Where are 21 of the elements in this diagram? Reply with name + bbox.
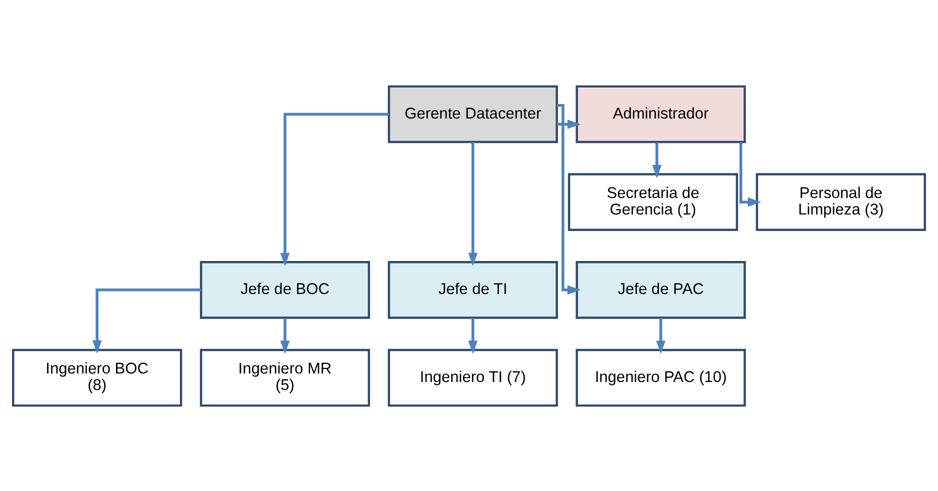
arrow <box>656 318 666 354</box>
arrow <box>557 103 581 294</box>
node-box: Ingeniero MR (5) <box>200 348 370 406</box>
arrow <box>739 142 762 206</box>
node-box: Secretaria de Gerencia (1) <box>568 172 738 230</box>
node-box: Personal de Limpieza (3) <box>756 172 926 230</box>
arrow <box>468 142 478 266</box>
arrow <box>556 119 581 128</box>
node-box: Administrador <box>576 84 746 143</box>
node-box: Jefe de TI <box>388 260 558 318</box>
arrow <box>280 318 290 354</box>
node-box: Gerente Datacenter <box>388 84 558 143</box>
arrow <box>652 142 662 178</box>
node-box: Ingeniero PAC (10) <box>576 348 746 406</box>
arrow <box>92 288 201 354</box>
arrow <box>280 112 389 266</box>
node-box: Ingeniero TI (7) <box>388 348 558 406</box>
node-box: Jefe de BOC <box>200 260 370 318</box>
node-box: Jefe de PAC <box>576 260 746 318</box>
node-box: Ingeniero BOC (8) <box>12 348 182 406</box>
arrow <box>468 318 478 354</box>
